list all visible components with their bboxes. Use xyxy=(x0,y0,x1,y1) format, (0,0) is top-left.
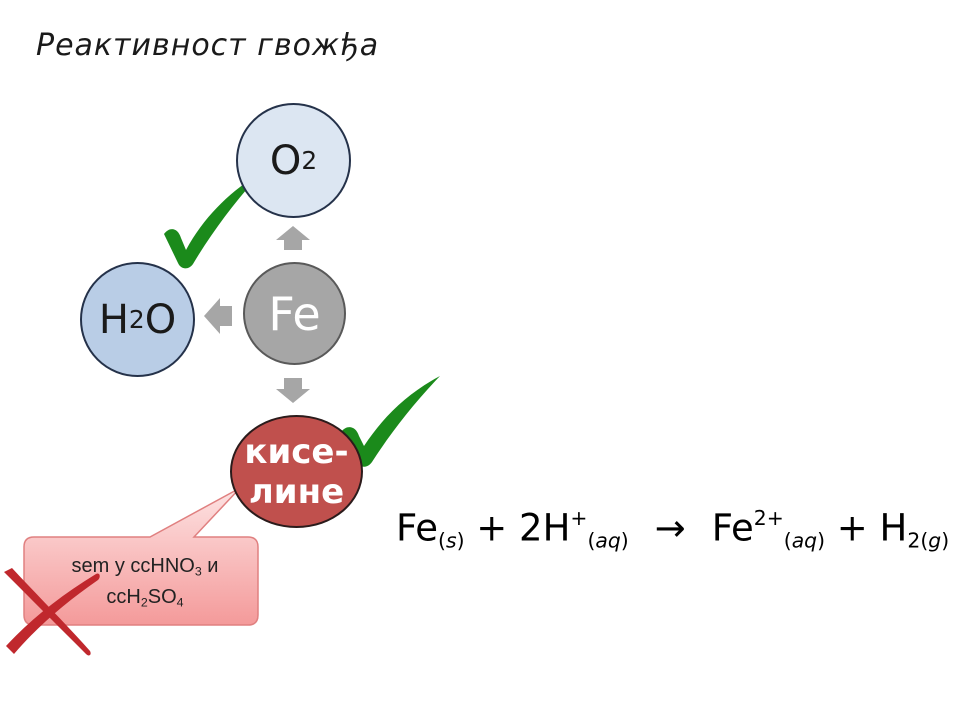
callout-line2: ccH2SO4 xyxy=(40,584,250,615)
eq-state-aq: (aq) xyxy=(783,528,826,553)
page-title: Реактивност гвожђа xyxy=(36,28,380,63)
water-label-h: H xyxy=(98,296,129,343)
eq-iron: Fe xyxy=(396,506,439,550)
water-subscript: 2 xyxy=(128,305,145,334)
iron-node: Fe xyxy=(243,262,346,365)
oxygen-subscript: 2 xyxy=(301,146,318,175)
eq-charge-2plus: 2+ xyxy=(753,506,784,530)
callout-subscript: 3 xyxy=(194,564,202,579)
callout-line1: sem у ccHNO3 и xyxy=(40,553,250,584)
eq-iron-ion: Fe xyxy=(711,506,754,550)
callout-text-part: sem у ccHNO xyxy=(71,555,195,577)
eq-state-solid: (s) xyxy=(438,528,465,553)
acids-node: кисе- лине xyxy=(230,415,363,528)
check-icon xyxy=(341,376,440,467)
eq-state-aq: (aq) xyxy=(587,528,629,553)
reaction-equation: Fe(s) + 2H+(aq)→Fe2+(aq) + H2(g) xyxy=(396,506,949,552)
eq-hydrogen-ion: + 2H xyxy=(464,506,571,550)
callout-text-part: ccH xyxy=(106,586,141,609)
cross-icon xyxy=(4,568,100,656)
iron-label: Fe xyxy=(268,286,321,341)
eq-arrow: → xyxy=(654,506,686,550)
oxygen-label: O xyxy=(269,137,302,184)
callout-text: sem у ccHNO3 и ccH2SO4 xyxy=(40,553,250,616)
callout-text-part: SO xyxy=(147,586,177,609)
arrow-down-icon xyxy=(276,378,310,403)
eq-charge-plus: + xyxy=(570,506,588,530)
water-label-o: O xyxy=(144,296,177,343)
callout-subscript: 2 xyxy=(140,595,148,610)
arrow-up-icon xyxy=(276,226,310,250)
eq-state-gas: 2(g) xyxy=(907,528,950,553)
callout-text-part: и xyxy=(201,555,219,577)
acids-label-line1: кисе- xyxy=(244,431,349,472)
callout-subscript: 4 xyxy=(176,595,184,610)
check-icon xyxy=(164,172,262,269)
arrow-left-icon xyxy=(204,298,232,334)
eq-hydrogen-gas: + H xyxy=(825,506,908,550)
acids-label-line2: лине xyxy=(248,471,345,512)
